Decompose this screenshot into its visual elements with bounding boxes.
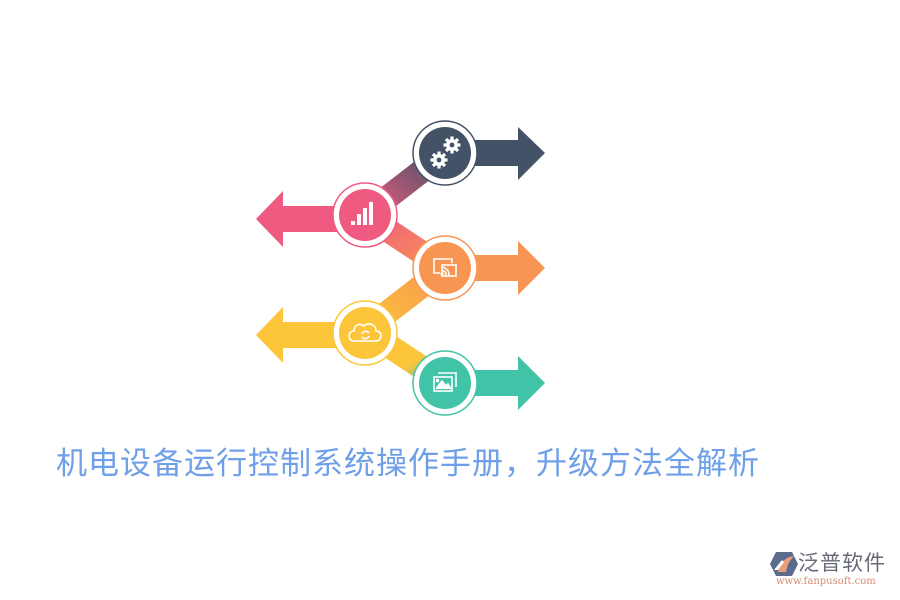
step-1-disc <box>419 127 471 179</box>
step-5 <box>412 350 545 416</box>
arrow-left-4 <box>256 307 365 363</box>
wireless-display-icon <box>433 258 457 277</box>
step-3 <box>412 235 545 301</box>
arrow-right-5 <box>445 356 545 410</box>
step-2 <box>256 182 398 248</box>
image-gallery-icon <box>433 372 457 392</box>
arrow-right-3 <box>445 241 545 295</box>
logo-url: www.fanpusoft.com <box>776 576 876 587</box>
arrow-left-2 <box>256 191 365 247</box>
page-title: 机电设备运行控制系统操作手册，升级方法全解析 <box>56 446 760 482</box>
bar-chart-icon <box>351 202 373 225</box>
brand-logo: 泛普软件 www.fanpusoft.com <box>762 550 897 592</box>
logo-name: 泛普软件 <box>798 551 886 575</box>
cloud-sync-icon <box>348 323 382 342</box>
step-5-disc <box>419 357 471 409</box>
step-1 <box>412 120 545 186</box>
gears-icon <box>430 136 461 169</box>
step-4 <box>256 300 398 366</box>
logo-mark-icon <box>770 552 798 576</box>
step-4-disc <box>339 307 391 359</box>
